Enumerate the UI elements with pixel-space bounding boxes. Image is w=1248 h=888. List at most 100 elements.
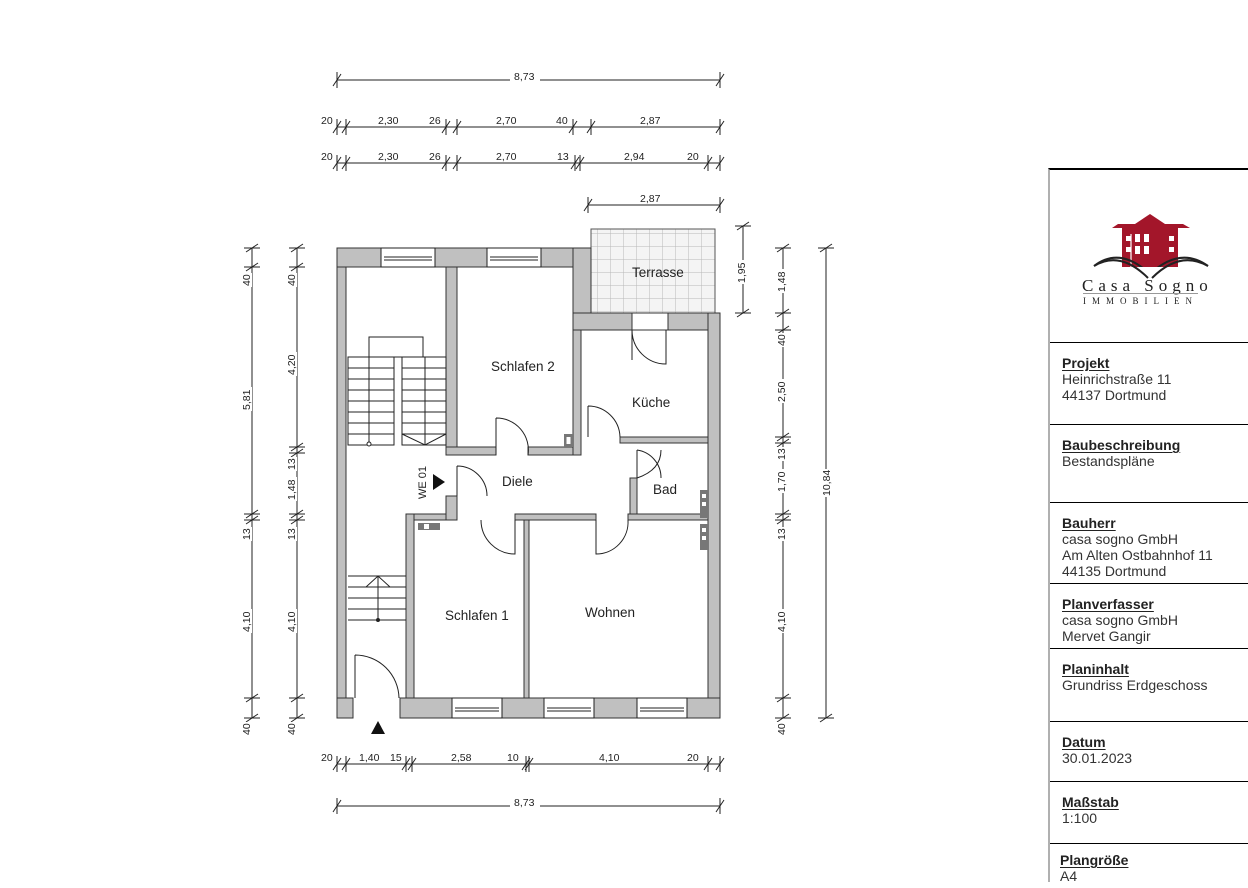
dim-label: 2,70: [496, 151, 517, 163]
section-line: 30.01.2023: [1062, 750, 1133, 766]
section-massstab: Maßstab 1:100: [1050, 782, 1248, 844]
dim-label: 2,30: [378, 151, 399, 163]
section-planverfasser: Planverfasser casa sogno GmbH Mervet Gan…: [1050, 584, 1248, 649]
section-heading: Projekt: [1062, 355, 1110, 371]
floor-plan: 8,73 20 2,30 26 2,70 40 2,87 20 2,30 26 …: [241, 70, 835, 815]
section-line: Am Alten Ostbahnhof 11: [1062, 547, 1213, 563]
terrace-door-opening: [631, 312, 669, 331]
section-line: 44135 Dortmund: [1062, 563, 1167, 579]
dim-label: 4,10: [241, 611, 253, 632]
unit-entry-arrow-icon: [433, 474, 445, 490]
dim-label: 40: [241, 274, 253, 286]
dim-label: 2,58: [451, 752, 472, 764]
dim-label: 40: [286, 723, 298, 735]
dim-label: 26: [429, 115, 441, 127]
bottom-dimension-labels: 20 1,40 15 2,58 10 4,10 20 8,73: [320, 752, 702, 809]
section-planinhalt: Planinhalt Grundriss Erdgeschoss: [1050, 649, 1248, 722]
door-terrace: [631, 329, 667, 365]
room-schlafen1: Schlafen 1: [445, 608, 509, 623]
section-projekt: Projekt Heinrichstraße 11 44137 Dortmund: [1050, 343, 1248, 425]
room-schlafen2: Schlafen 2: [491, 359, 555, 374]
right-dimension-labels: 1,95 1,48 40 2,50 13 1,70 13 4,10 40 10,…: [736, 260, 833, 736]
dim-label: 40: [776, 723, 788, 735]
dim-label: 1,48: [286, 479, 298, 500]
section-baubeschreibung: Baubeschreibung Bestandspläne: [1050, 425, 1248, 503]
dim-label: 20: [321, 752, 333, 764]
top-dimension-ticks: [332, 71, 725, 214]
room-bad: Bad: [653, 482, 677, 497]
room-kueche: Küche: [632, 395, 670, 410]
dim-label: 1,95: [736, 262, 748, 283]
dim-label: 13: [776, 448, 788, 460]
dim-label: 13: [776, 528, 788, 540]
terrace-tiles: [590, 228, 716, 314]
door-kueche: [587, 405, 621, 438]
dim-label: 4,10: [286, 611, 298, 632]
section-line: 44137 Dortmund: [1062, 387, 1167, 403]
section-heading: Baubeschreibung: [1062, 437, 1181, 453]
dim-label: 40: [556, 115, 568, 127]
dim-label: 40: [776, 334, 788, 346]
room-wohnen: Wohnen: [585, 605, 635, 620]
staircase-upper: [347, 336, 447, 447]
dim-label: 2,94: [624, 151, 645, 163]
door-schlafen1: [480, 519, 516, 555]
section-heading: Planverfasser: [1062, 596, 1154, 612]
section-line: Mervet Gangir: [1062, 628, 1151, 644]
dim-bottom-total: 8,73: [514, 797, 535, 809]
dim-label: 4,20: [286, 354, 298, 375]
dim-label: 26: [429, 151, 441, 163]
section-line: Heinrichstraße 11: [1062, 371, 1172, 387]
windows: [380, 247, 688, 719]
dim-label: 40: [241, 723, 253, 735]
room-diele: Diele: [502, 474, 533, 489]
section-line: casa sogno GmbH: [1062, 612, 1178, 628]
door-entrance: [354, 654, 400, 699]
dim-label: 4,10: [599, 752, 620, 764]
unit-label: WE 01: [417, 466, 429, 499]
door-wohnen: [595, 519, 629, 555]
dim-label: 40: [286, 274, 298, 286]
section-line: casa sogno GmbH: [1062, 531, 1178, 547]
section-line: 1:100: [1062, 810, 1098, 826]
dim-label: 13: [557, 151, 569, 163]
section-heading: Bauherr: [1062, 515, 1116, 531]
logo-brand-text: Casa Sogno: [1082, 276, 1213, 295]
section-heading: Maßstab: [1062, 794, 1119, 810]
dim-label: 13: [286, 458, 298, 470]
logo-sub-text: IMMOBILIEN: [1083, 293, 1198, 306]
window-bottom-wohnen-right: [636, 697, 688, 719]
window-bottom-wohnen-left: [543, 697, 595, 719]
house-logo-icon: [1050, 214, 1248, 280]
doors: [354, 329, 667, 699]
title-block: Casa Sogno IMMOBILIEN Projekt Heinrichst…: [1048, 168, 1248, 884]
section-plangroesse: Plangröße A4: [1050, 844, 1248, 888]
dim-top-total: 8,73: [514, 71, 535, 83]
section-heading: Plangröße: [1060, 852, 1129, 868]
dim-label: 1,48: [776, 271, 788, 292]
section-line: Bestandspläne: [1062, 453, 1155, 469]
dim-label: 4,10: [776, 611, 788, 632]
dim-label: 2,30: [378, 115, 399, 127]
door-we01: [456, 465, 488, 497]
window-top-stairs: [380, 247, 436, 268]
dim-label: 20: [687, 151, 699, 163]
company-logo: Casa Sogno IMMOBILIEN: [1050, 170, 1248, 343]
dim-label: 2,70: [496, 115, 517, 127]
dim-label: 5,81: [241, 389, 253, 410]
dim-label: 2,87: [640, 193, 661, 205]
section-datum: Datum 30.01.2023: [1050, 722, 1248, 782]
left-dimension-labels: 40 5,81 13 4,10 40 40 4,20 13 1,48 13 4,…: [241, 273, 298, 736]
dim-label: 13: [286, 528, 298, 540]
top-dimension-lines: [337, 79, 720, 206]
dim-label: 13: [241, 528, 253, 540]
section-heading: Datum: [1062, 734, 1106, 750]
fixtures: [418, 434, 708, 550]
staircase-lower: [348, 575, 406, 622]
dim-right-total: 10,84: [821, 470, 833, 496]
room-terrasse: Terrasse: [632, 265, 684, 280]
entrance-arrow-icon: [371, 721, 385, 734]
dim-label: 20: [321, 115, 333, 127]
section-bauherr: Bauherr casa sogno GmbH Am Alten Ostbahn…: [1050, 503, 1248, 584]
dim-label: 1,40: [359, 752, 380, 764]
